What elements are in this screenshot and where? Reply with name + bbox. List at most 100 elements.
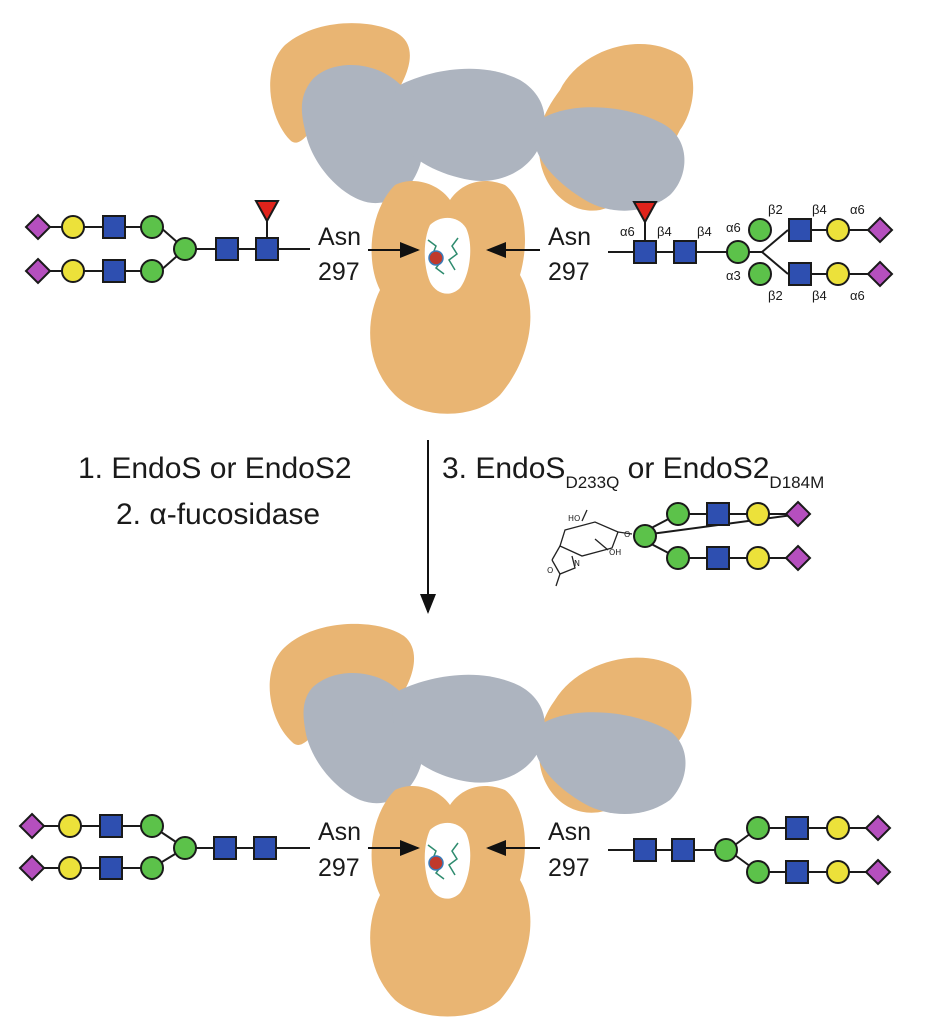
glcnac-square <box>213 836 237 860</box>
galactose-circle <box>58 814 82 838</box>
galactose-circle <box>61 259 85 283</box>
linkage-core-b4-1: β4 <box>657 224 672 239</box>
hydroxyl-label: HO <box>568 514 580 523</box>
fc-cavity <box>424 822 471 899</box>
asn-label-bottom-left: Asn 297 <box>318 818 420 882</box>
sialic-acid-diamond <box>24 257 52 285</box>
glycan-bottom-left <box>18 812 310 882</box>
sialic-acid-diamond <box>784 544 812 572</box>
glcnac-square <box>706 546 730 570</box>
asn-word: Asn <box>318 223 361 251</box>
reaction-steps: 1. EndoS or EndoS2 2. α-fucosidase 3. En… <box>78 440 824 614</box>
asn-label-top-right: Asn 297 <box>486 223 591 286</box>
mannose-circle <box>746 816 770 840</box>
linkage-upper-b2: β2 <box>768 202 783 217</box>
galactose-circle <box>58 856 82 880</box>
sialic-acid-diamond <box>864 814 892 842</box>
linkage-upper-b4: β4 <box>812 202 827 217</box>
glycan-bottom-right <box>608 814 892 886</box>
mannose-circle <box>748 218 772 242</box>
antibody-top <box>270 23 694 414</box>
mannose-circle <box>140 856 164 880</box>
linkage-lower-sialic: α6 <box>850 288 865 303</box>
glcnac-square <box>99 856 123 880</box>
oxazoline-ring-structure <box>551 509 633 587</box>
sialic-acid-diamond <box>18 854 46 882</box>
asn-word: Asn <box>548 818 591 846</box>
glcnac-square <box>633 838 657 862</box>
glcnac-square <box>706 502 730 526</box>
glycan-sticks-bottom <box>427 842 459 880</box>
linkage-lower-b4: β4 <box>812 288 827 303</box>
glycan-top-left <box>24 200 310 285</box>
linkage-upper-sialic: α6 <box>850 202 865 217</box>
asn-label-top-left: Asn 297 <box>318 223 420 286</box>
glcnac-square <box>255 237 279 261</box>
galactose-circle <box>746 502 770 526</box>
mannose-circle <box>714 838 738 862</box>
asn-number: 297 <box>318 258 360 286</box>
light-chain-center <box>392 68 545 181</box>
glcnac-square <box>253 836 277 860</box>
mannose-circle <box>748 262 772 286</box>
glcnac-square <box>99 814 123 838</box>
sialic-acid-diamond <box>866 260 894 288</box>
glcnac-square <box>102 259 126 283</box>
linkage-upper-a6: α6 <box>726 220 741 235</box>
nitrogen-label: N <box>574 559 580 568</box>
donor-glycan <box>633 500 812 572</box>
glcnac-square <box>102 215 126 239</box>
mannose-circle <box>140 215 164 239</box>
oxygen-label: O <box>547 566 553 575</box>
alpha-symbol: α <box>149 498 166 531</box>
mannose-circle <box>726 240 750 264</box>
mannose-circle <box>666 502 690 526</box>
step-3-label: 3. EndoSD233Q or EndoS2D184M <box>442 452 824 492</box>
asn-label-bottom-right: Asn 297 <box>486 818 591 882</box>
linkage-lower-a3: α3 <box>726 268 741 283</box>
sialic-acid-diamond <box>784 500 812 528</box>
fucose-triangle <box>254 200 280 224</box>
glcnac-square <box>785 860 809 884</box>
mannose-circle <box>173 237 197 261</box>
sialic-acid-diamond <box>24 213 52 241</box>
mannose-circle <box>173 836 197 860</box>
linkage-core-b4-2: β4 <box>697 224 712 239</box>
linkage-core-fucose: α6 <box>620 224 635 239</box>
mannose-circle <box>633 524 657 548</box>
glcnac-square <box>788 262 812 286</box>
galactose-circle <box>826 262 850 286</box>
mannose-circle <box>746 860 770 884</box>
glcnac-square <box>673 240 697 264</box>
hydroxyl-label: OH <box>609 548 621 557</box>
glycan-sticks-top <box>427 237 459 275</box>
fc-cavity <box>424 217 471 294</box>
step-1-label: 1. EndoS or EndoS2 <box>78 452 352 485</box>
galactose-circle <box>826 816 850 840</box>
step-2-label: 2. α-fucosidase <box>116 498 320 531</box>
linkage-lower-b2: β2 <box>768 288 783 303</box>
asn-word: Asn <box>318 818 361 846</box>
galactose-circle <box>826 218 850 242</box>
glcnac-square <box>215 237 239 261</box>
light-chain-center <box>392 674 545 783</box>
light-chain-right <box>534 107 685 211</box>
asn-word: Asn <box>548 223 591 251</box>
galactose-circle <box>746 546 770 570</box>
oxygen-label: O <box>624 530 630 539</box>
asn-number: 297 <box>548 854 590 882</box>
mannose-circle <box>666 546 690 570</box>
glcnac-square <box>785 816 809 840</box>
glycan-top-right <box>608 201 894 288</box>
oxazoline-donor: HO OH O O N <box>547 500 812 587</box>
galactose-circle <box>826 860 850 884</box>
sialic-acid-diamond <box>866 216 894 244</box>
glcnac-square <box>788 218 812 242</box>
linkage-labels: α6 β4 β4 α6 α3 β2 β4 α6 β2 β4 α6 <box>620 202 865 303</box>
mannose-circle <box>140 814 164 838</box>
galactose-circle <box>61 215 85 239</box>
light-chain-right <box>534 712 686 815</box>
mannose-circle <box>140 259 164 283</box>
fucose-triangle <box>632 201 658 225</box>
